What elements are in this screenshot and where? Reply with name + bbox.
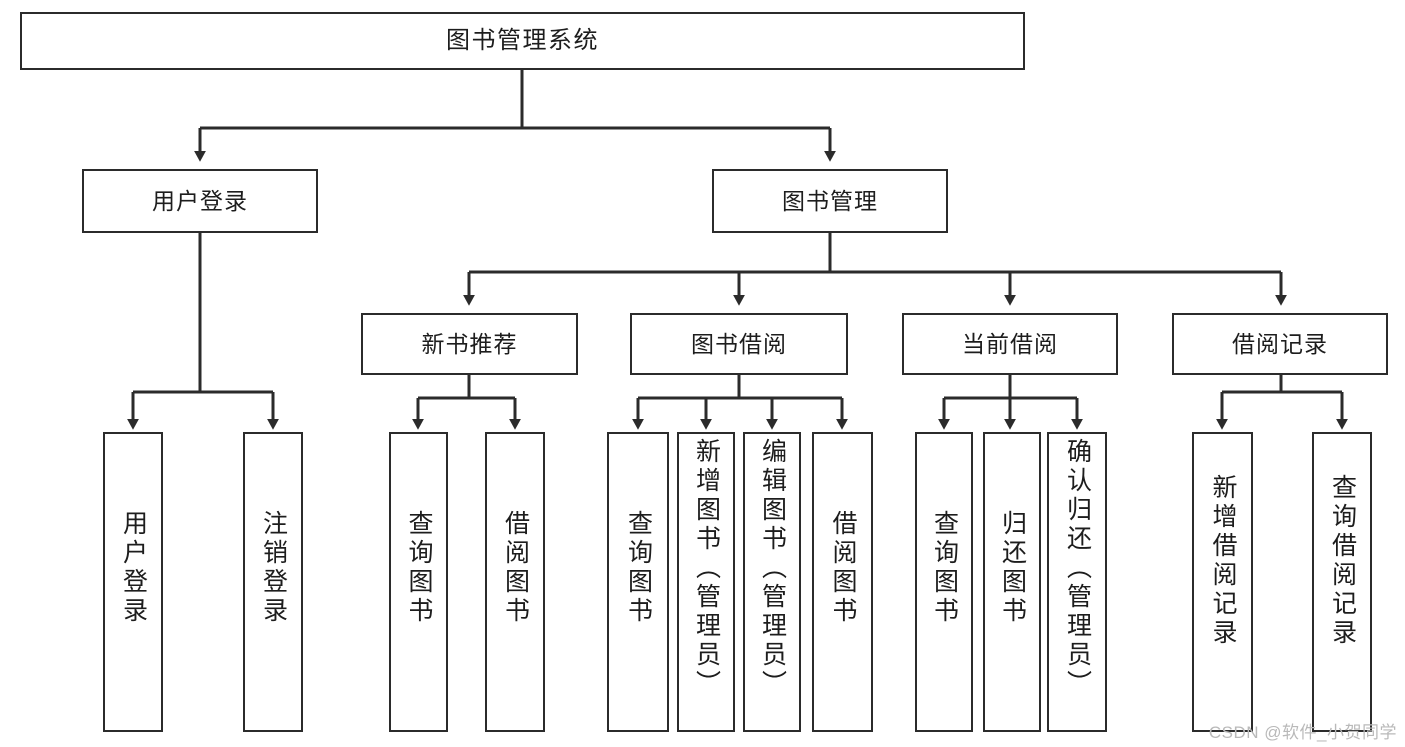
node-label: 确认归还（管理员） (1063, 438, 1092, 699)
node-label: 图书借阅 (691, 330, 787, 357)
node-label: 借阅图书 (501, 510, 530, 626)
node-root-system[interactable]: 图书管理系统 (20, 12, 1025, 70)
node-label: 用户登录 (152, 187, 248, 214)
node-new-book-recommend[interactable]: 新书推荐 (361, 313, 578, 375)
leaf-current-borrow-return-book[interactable]: 归还图书 (983, 432, 1041, 732)
node-label: 图书管理系统 (446, 27, 599, 55)
node-label: 新增借阅记录 (1209, 474, 1237, 648)
leaf-borrow-record-add-record[interactable]: 新增借阅记录 (1192, 432, 1253, 732)
leaf-book-borrow-edit-book-admin[interactable]: 编辑图书（管理员） (743, 432, 801, 732)
node-label: 当前借阅 (962, 330, 1058, 357)
node-label: 查询借阅记录 (1328, 474, 1357, 648)
leaf-current-borrow-query-book[interactable]: 查询图书 (915, 432, 973, 732)
leaf-user-login-login[interactable]: 用户登录 (103, 432, 163, 732)
leaf-borrow-record-query-record[interactable]: 查询借阅记录 (1312, 432, 1372, 732)
leaf-book-borrow-add-book-admin[interactable]: 新增图书（管理员） (677, 432, 735, 732)
node-label: 借阅记录 (1232, 330, 1328, 357)
node-label: 新书推荐 (421, 330, 518, 357)
node-book-borrow[interactable]: 图书借阅 (630, 313, 848, 375)
node-label: 归还图书 (998, 510, 1027, 626)
leaf-current-borrow-confirm-return-admin[interactable]: 确认归还（管理员） (1047, 432, 1107, 732)
leaf-book-borrow-borrow-book[interactable]: 借阅图书 (812, 432, 873, 732)
node-user-login[interactable]: 用户登录 (82, 169, 318, 233)
node-label: 注销登录 (259, 510, 288, 626)
node-current-borrow[interactable]: 当前借阅 (902, 313, 1118, 375)
node-label: 查询图书 (624, 510, 653, 626)
leaf-new-book-query-book[interactable]: 查询图书 (389, 432, 448, 732)
node-label: 图书管理 (782, 187, 878, 214)
node-label: 查询图书 (405, 510, 433, 626)
node-book-management[interactable]: 图书管理 (712, 169, 948, 233)
node-label: 借阅图书 (829, 510, 857, 626)
node-borrow-record[interactable]: 借阅记录 (1172, 313, 1388, 375)
leaf-new-book-borrow-book[interactable]: 借阅图书 (485, 432, 545, 732)
leaf-book-borrow-query-book[interactable]: 查询图书 (607, 432, 669, 732)
node-label: 新增图书（管理员） (692, 438, 721, 699)
node-label: 用户登录 (119, 510, 148, 626)
node-label: 查询图书 (930, 510, 959, 626)
leaf-user-login-logout[interactable]: 注销登录 (243, 432, 303, 732)
node-label: 编辑图书（管理员） (758, 438, 787, 699)
